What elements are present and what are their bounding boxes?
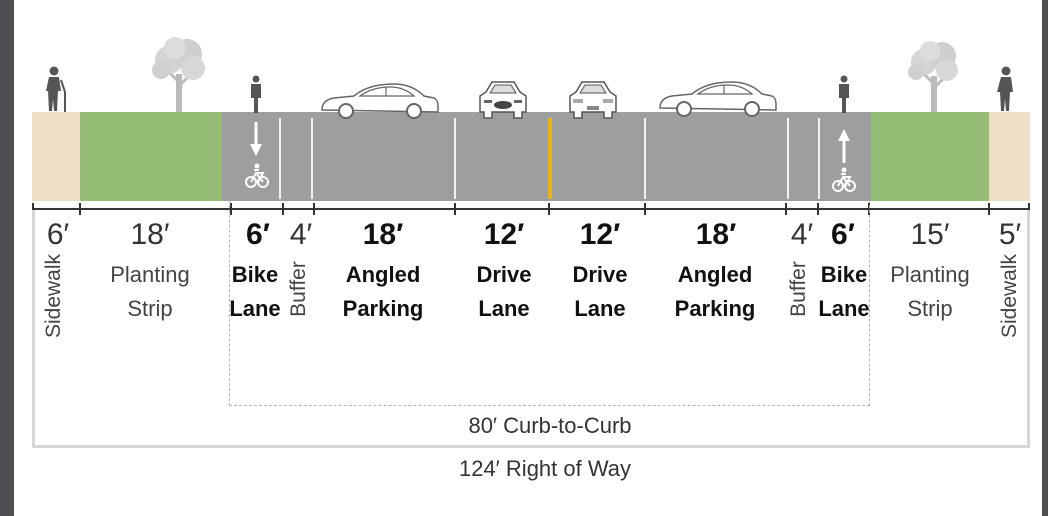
width-sidewalk-right: 5′ bbox=[998, 218, 1022, 251]
label-planting-left: Planting Strip bbox=[95, 258, 205, 326]
arrow-up-icon bbox=[838, 129, 850, 163]
width-planting-left: 18′ bbox=[130, 218, 170, 251]
label-line: Lane bbox=[478, 296, 530, 321]
width-parking-right: 18′ bbox=[695, 218, 737, 251]
left-frame bbox=[0, 0, 14, 516]
car-side-icon bbox=[659, 81, 777, 117]
lane-stripe bbox=[644, 118, 646, 199]
right-frame bbox=[1042, 0, 1048, 516]
label-line: Drive bbox=[572, 262, 628, 287]
label-planting-right: Planting Strip bbox=[875, 258, 985, 326]
car-rear-icon bbox=[569, 81, 617, 119]
cyclist-icon bbox=[839, 75, 849, 113]
dimension-tick bbox=[79, 203, 81, 215]
dimension-tick bbox=[454, 203, 456, 215]
label-sidewalk-left: Sidewalk bbox=[42, 253, 65, 339]
right-of-way-label: 124′ Right of Way bbox=[458, 456, 632, 481]
dimension-tick bbox=[785, 203, 787, 215]
label-parking-left: Angled Parking bbox=[333, 258, 433, 326]
car-front-icon bbox=[479, 81, 527, 119]
width-drive-right: 12′ bbox=[579, 218, 621, 251]
label-line: Drive bbox=[476, 262, 532, 287]
label-buffer-right: Buffer bbox=[787, 261, 810, 317]
label-line: Strip bbox=[127, 296, 173, 321]
cyclist-icon bbox=[251, 75, 261, 113]
tree-icon bbox=[908, 41, 958, 112]
label-buffer-left: Buffer bbox=[287, 261, 310, 317]
planting-strip-right-surface bbox=[871, 112, 989, 201]
width-bike-left: 6′ bbox=[246, 218, 270, 251]
dimension-line bbox=[32, 208, 1030, 210]
pedestrian-icon bbox=[46, 66, 66, 112]
curb-to-curb-bracket bbox=[229, 200, 870, 406]
label-line: Planting bbox=[890, 262, 970, 287]
roadway-surface bbox=[222, 112, 871, 201]
dimension-tick bbox=[988, 203, 990, 215]
label-line: Lane bbox=[818, 296, 870, 321]
width-drive-left: 12′ bbox=[483, 218, 525, 251]
center-line bbox=[548, 118, 552, 199]
dimension-tick bbox=[644, 203, 646, 215]
dimension-tick bbox=[32, 203, 34, 215]
label-line: Strip bbox=[907, 296, 953, 321]
label-line: Angled bbox=[677, 262, 753, 287]
width-bike-right: 6′ bbox=[831, 218, 855, 251]
lane-stripe bbox=[311, 118, 313, 199]
bicycle-icon bbox=[832, 167, 856, 192]
dimension-tick bbox=[282, 203, 284, 215]
curb-to-curb-label: 80′ Curb-to-Curb bbox=[420, 413, 680, 439]
label-line: Lane bbox=[229, 296, 281, 321]
label-line: Bike bbox=[231, 262, 279, 287]
label-drive-left: Drive Lane bbox=[464, 258, 544, 326]
sidewalk-right-surface bbox=[989, 112, 1030, 201]
label-drive-right: Drive Lane bbox=[560, 258, 640, 326]
label-bike-left: Bike Lane bbox=[228, 258, 282, 326]
dimension-tick bbox=[230, 203, 232, 215]
label-bike-right: Bike Lane bbox=[815, 258, 873, 326]
dimension-tick bbox=[313, 203, 315, 215]
width-parking-left: 18′ bbox=[362, 218, 404, 251]
label-line: Planting bbox=[110, 262, 190, 287]
lane-stripe bbox=[818, 118, 820, 199]
lane-stripe bbox=[279, 118, 281, 199]
sidewalk-left-surface bbox=[32, 112, 80, 201]
tree-icon bbox=[152, 37, 205, 112]
width-planting-right: 15′ bbox=[910, 218, 950, 251]
bicycle-icon bbox=[245, 163, 269, 188]
dimension-tick bbox=[1028, 203, 1030, 215]
lane-stripe bbox=[454, 118, 456, 199]
arrow-down-icon bbox=[250, 122, 262, 156]
width-buffer-right: 4′ bbox=[790, 218, 814, 251]
label-sidewalk-right: Sidewalk bbox=[998, 253, 1021, 339]
label-line: Lane bbox=[574, 296, 626, 321]
pedestrian-icon bbox=[997, 66, 1013, 111]
dimension-tick bbox=[817, 203, 819, 215]
label-parking-right: Angled Parking bbox=[665, 258, 765, 326]
width-buffer-left: 4′ bbox=[289, 218, 313, 251]
label-line: Angled bbox=[345, 262, 421, 287]
label-line: Parking bbox=[342, 296, 424, 321]
label-line: Bike bbox=[820, 262, 868, 287]
planting-strip-left-surface bbox=[80, 112, 222, 201]
width-sidewalk-left: 6′ bbox=[46, 218, 70, 251]
right-of-way-bracket bbox=[32, 210, 1030, 448]
lane-stripe bbox=[787, 118, 789, 199]
car-side-icon bbox=[321, 83, 439, 119]
dimension-tick bbox=[548, 203, 550, 215]
label-line: Parking bbox=[674, 296, 756, 321]
